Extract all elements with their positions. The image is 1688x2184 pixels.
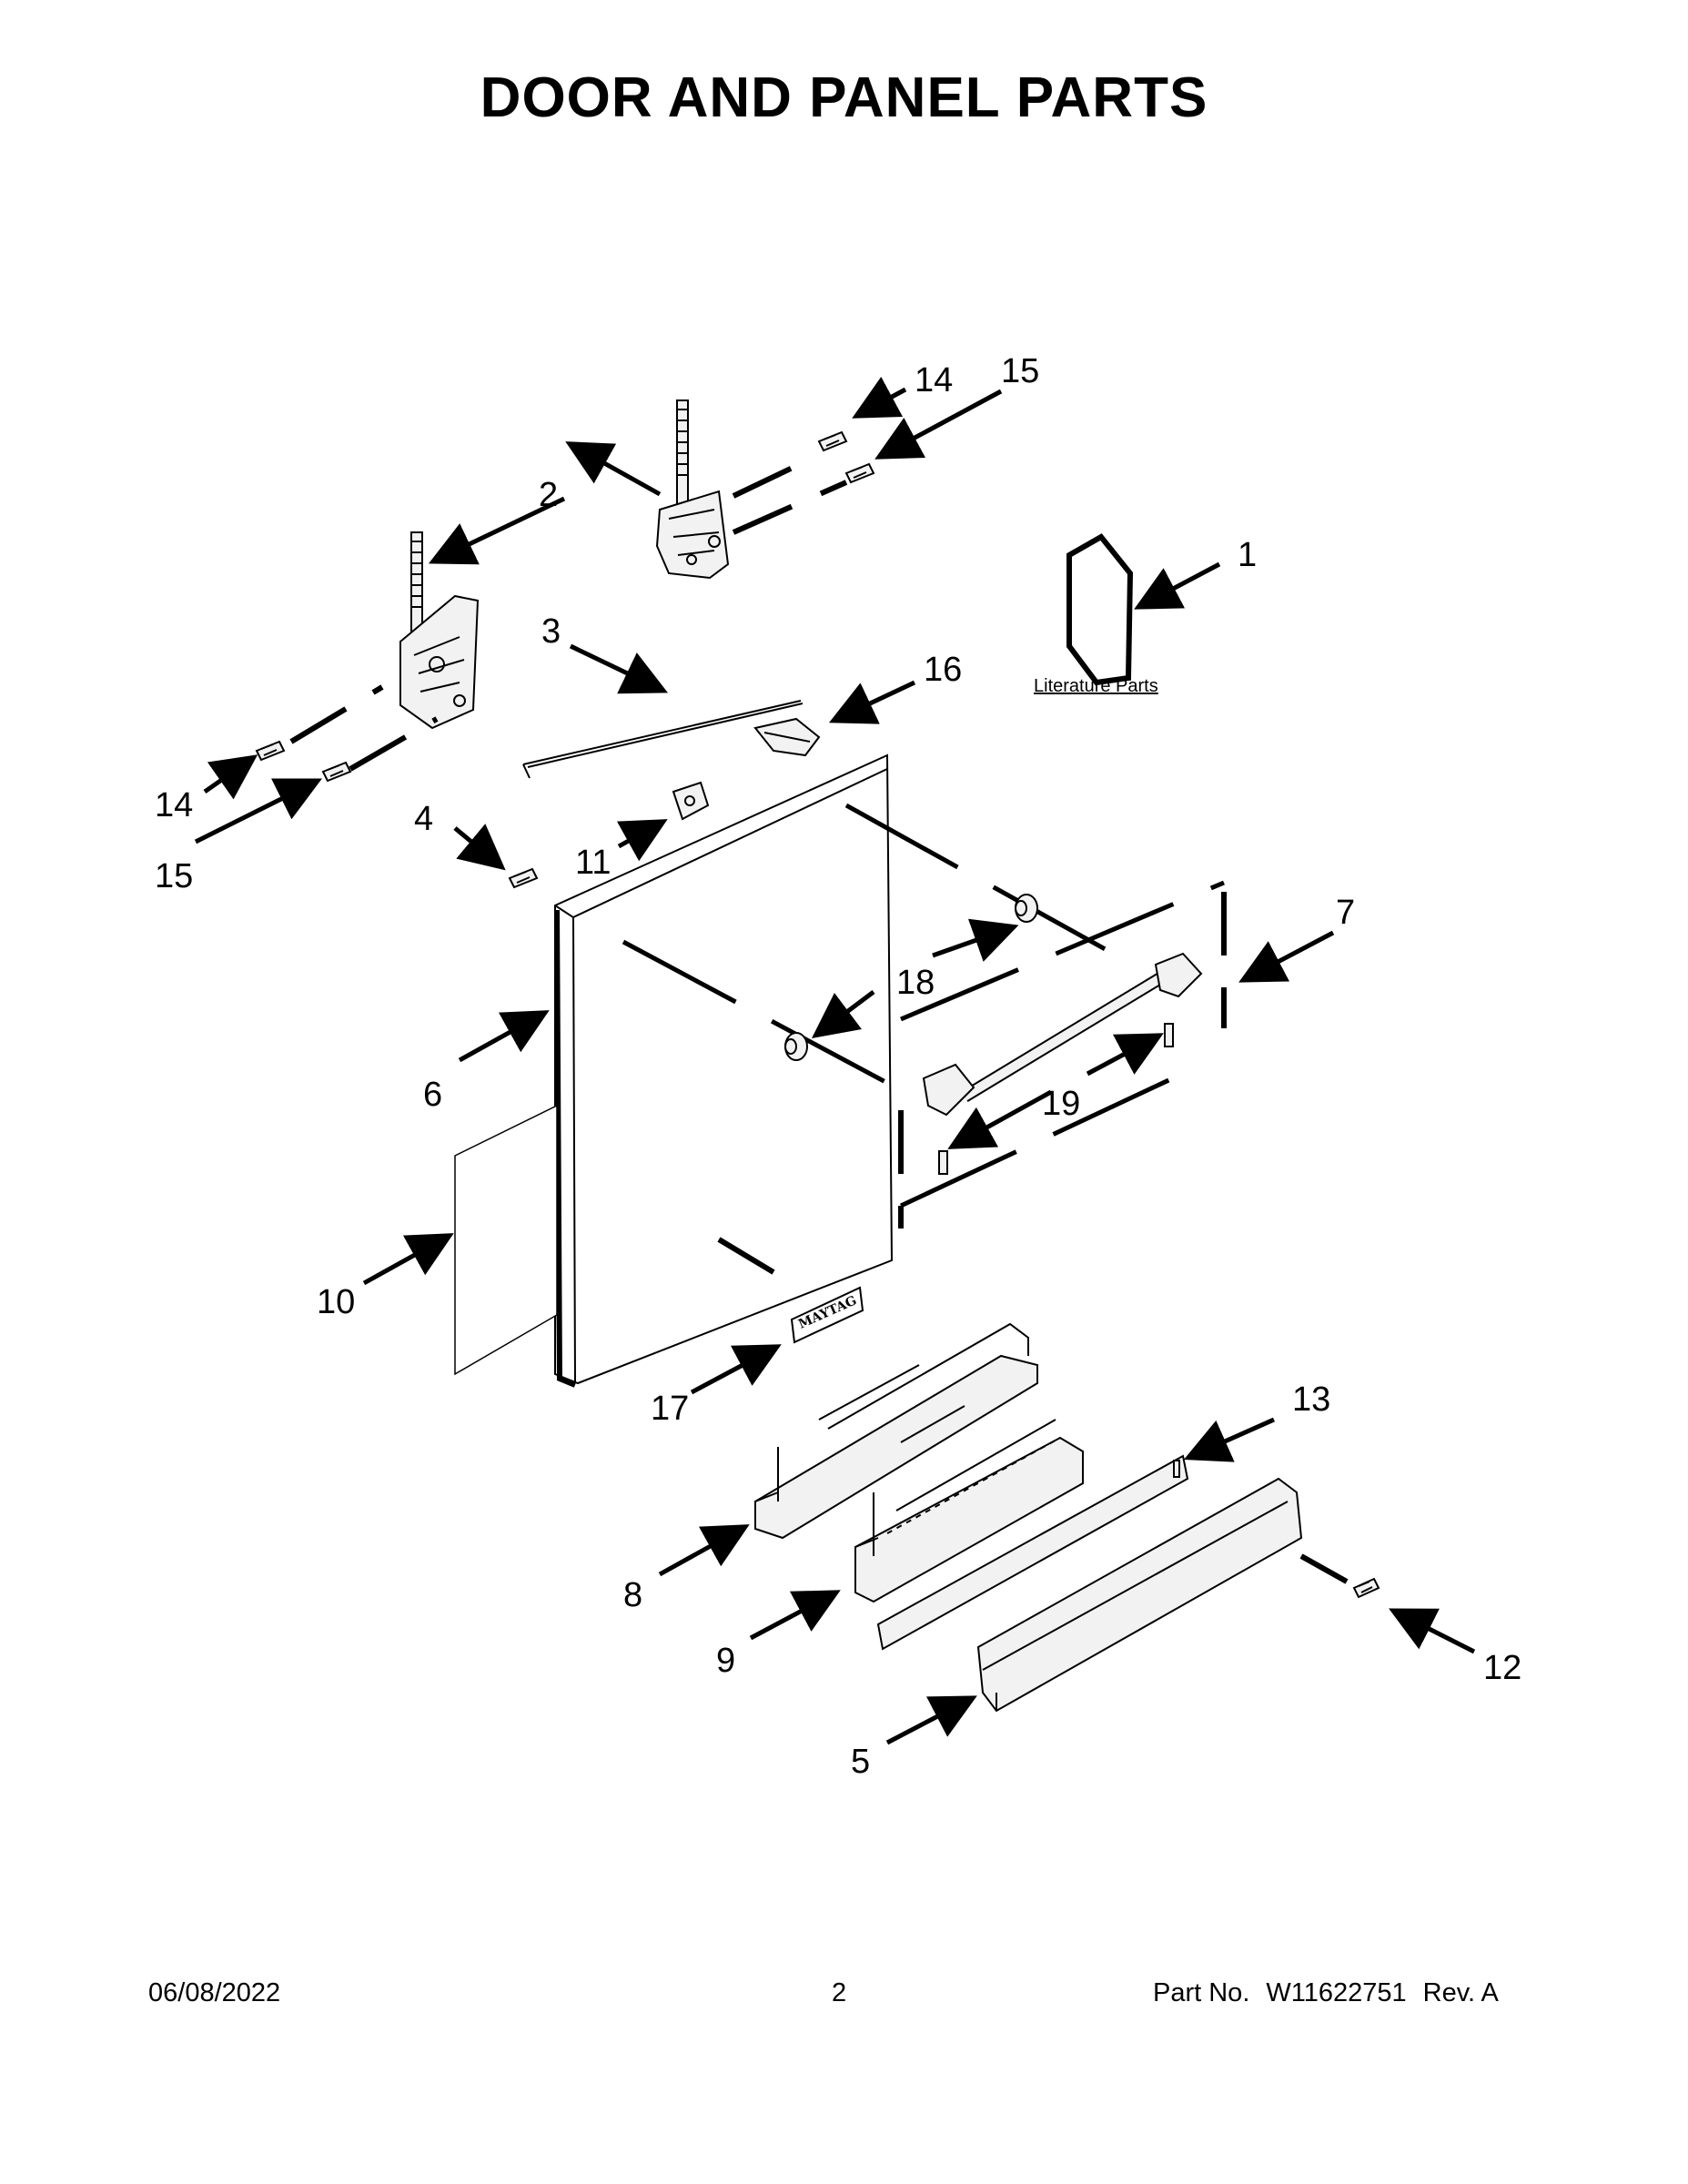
toe-panel-5 (976, 1477, 1303, 1713)
screw-12-line (1299, 1553, 1349, 1584)
literature-label: Literature Parts (1034, 676, 1158, 696)
callout-15-left: 15 (155, 857, 193, 895)
mount-line-3 (289, 684, 384, 744)
revision: Rev. A (1422, 1978, 1499, 2007)
part-no-value: W11622751 (1266, 1978, 1407, 2007)
callout-13: 13 (1292, 1380, 1330, 1419)
callout-2: 2 (539, 476, 558, 514)
footer-date: 06/08/2022 (148, 1978, 281, 2007)
callout-12: 12 (1483, 1649, 1521, 1687)
callout-7: 7 (1336, 894, 1355, 932)
screw-19-b (938, 1150, 948, 1175)
callout-8: 8 (623, 1576, 642, 1614)
footer-page-number: 2 (832, 1978, 847, 2007)
foam-block-8 (754, 1322, 1038, 1540)
callout-4: 4 (414, 800, 433, 838)
screw-15-left (321, 761, 352, 783)
rod-3 (522, 700, 804, 779)
callout-19: 19 (1042, 1085, 1080, 1123)
callout-17: 17 (651, 1390, 689, 1428)
screw-14-top (817, 430, 848, 452)
footer-part-info: Part No. W11622751 Rev. A (1153, 1978, 1515, 2008)
screw-14-left (255, 740, 286, 762)
badge-mount-line (717, 1237, 793, 1286)
leader-arrows (194, 376, 1476, 1745)
bracket-11 (672, 781, 710, 821)
callout-10: 10 (317, 1283, 355, 1321)
hinge-left (399, 531, 480, 730)
hinge-right (655, 399, 730, 580)
callout-3: 3 (541, 612, 561, 651)
part-no-label: Part No. (1153, 1978, 1250, 2007)
callout-6: 6 (423, 1076, 442, 1114)
standoff-line-top (844, 803, 1135, 967)
standoff-18-top (1015, 894, 1038, 923)
screw-15-top (844, 462, 875, 484)
mount-line-1 (732, 452, 821, 499)
handle-bar (922, 952, 1203, 1117)
callout-16: 16 (924, 651, 962, 689)
literature-book (1066, 533, 1134, 686)
callout-11: 11 (575, 844, 611, 882)
callout-9: 9 (716, 1642, 735, 1680)
screw-4 (508, 867, 539, 889)
insulation-10 (454, 1104, 558, 1376)
handle-box-verticals (898, 892, 1227, 1228)
mount-line-2 (732, 480, 848, 535)
latch-16 (753, 717, 821, 757)
callout-14-left: 14 (155, 786, 193, 824)
callout-1: 1 (1238, 536, 1257, 574)
mount-line-4 (349, 716, 439, 772)
foam-block-9 (854, 1419, 1084, 1603)
screw-12 (1352, 1577, 1380, 1599)
callout-5: 5 (851, 1743, 870, 1781)
screw-19-a (1164, 1023, 1174, 1047)
callout-15-top: 15 (1001, 352, 1039, 390)
page-title: DOOR AND PANEL PARTS (480, 66, 1208, 129)
handle-box-diagonals (899, 880, 1225, 1208)
standoff-18-bottom (784, 1032, 808, 1061)
standoff-line-bottom (622, 939, 889, 1086)
strip-13 (876, 1454, 1189, 1651)
callout-18: 18 (896, 964, 935, 1002)
callout-14-top: 14 (915, 361, 953, 399)
